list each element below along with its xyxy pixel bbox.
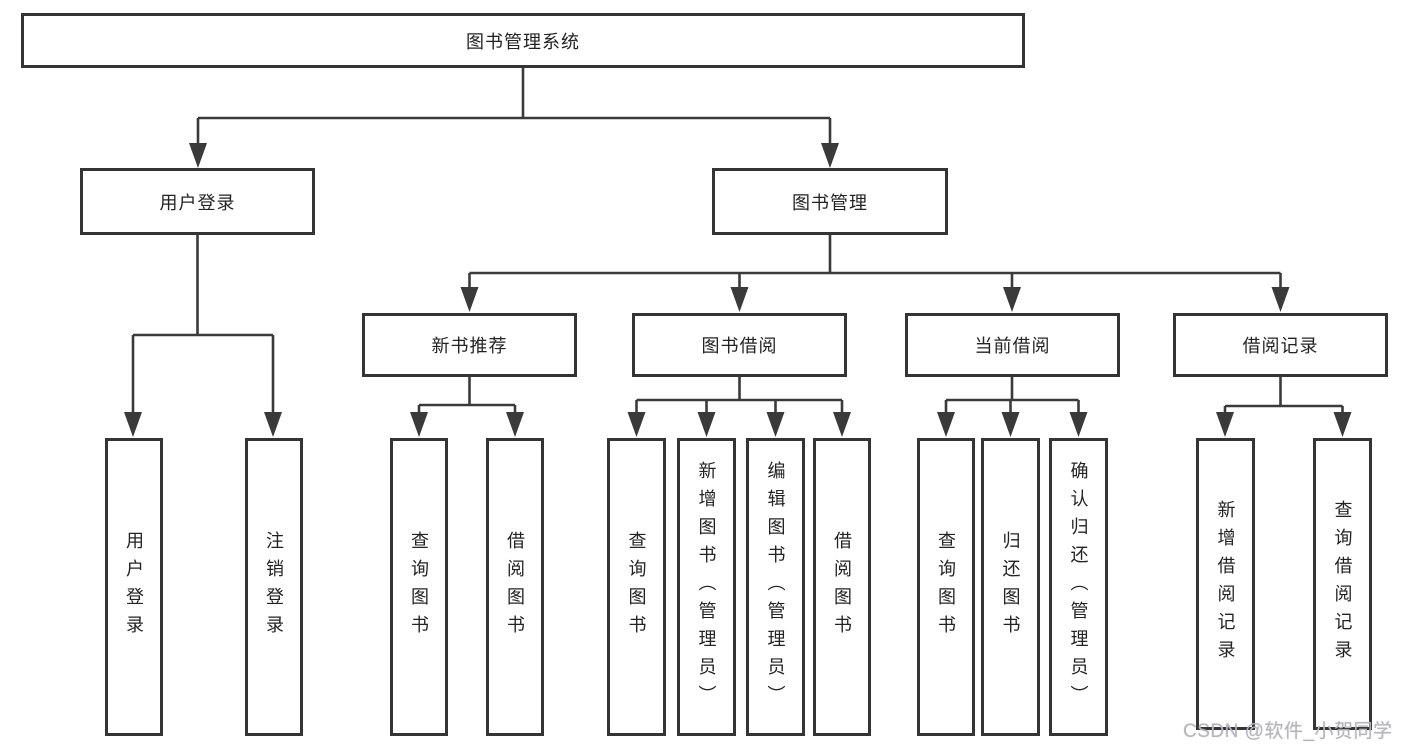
leaf-query-books-borrowing: 查询图书: [607, 438, 666, 736]
node-user-login: 用户登录: [80, 168, 315, 235]
leaf-query-books-borrowing-label: 查询图书: [626, 531, 647, 643]
watermark: CSDN @软件_小贺同学: [1183, 721, 1393, 742]
leaf-logout-label: 注销登录: [264, 531, 284, 643]
leaf-edit-book-admin-label: 编辑图书（管理员）: [765, 461, 786, 713]
node-new-book-recommend: 新书推荐: [362, 313, 577, 377]
node-book-borrowing-label: 图书借阅: [701, 336, 778, 356]
leaf-query-books-current-label: 查询图书: [936, 531, 956, 643]
leaf-borrow-books-borrowing: 借阅图书: [813, 438, 871, 736]
leaf-confirm-return-admin: 确认归还（管理员）: [1049, 438, 1108, 736]
leaf-add-book-admin: 新增图书（管理员）: [677, 438, 736, 736]
node-book-borrowing: 图书借阅: [632, 313, 847, 377]
leaf-return-book-label: 归还图书: [1000, 531, 1021, 643]
leaf-logout: 注销登录: [245, 438, 303, 736]
leaf-borrow-books-recommend: 借阅图书: [486, 438, 544, 736]
node-borrowing-records-label: 借阅记录: [1242, 336, 1319, 356]
node-book-management: 图书管理: [712, 168, 948, 235]
leaf-query-books-recommend: 查询图书: [390, 438, 448, 736]
leaf-confirm-return-admin-label: 确认归还（管理员）: [1068, 461, 1089, 713]
node-new-book-recommend-label: 新书推荐: [431, 336, 508, 356]
node-root-label: 图书管理系统: [466, 31, 580, 52]
node-root: 图书管理系统: [21, 13, 1025, 68]
leaf-return-book: 归还图书: [981, 438, 1040, 736]
leaf-query-books-recommend-label: 查询图书: [409, 531, 429, 643]
leaf-user-login: 用户登录: [105, 438, 163, 736]
leaf-user-login-label: 用户登录: [124, 531, 144, 643]
leaf-query-borrow-record-label: 查询借阅记录: [1332, 500, 1353, 668]
leaf-add-borrow-record-label: 新增借阅记录: [1215, 500, 1236, 668]
leaf-add-book-admin-label: 新增图书（管理员）: [696, 461, 717, 713]
leaf-edit-book-admin: 编辑图书（管理员）: [746, 438, 805, 736]
leaf-borrow-books-recommend-label: 借阅图书: [505, 531, 525, 643]
node-user-login-label: 用户登录: [159, 192, 236, 213]
leaf-query-borrow-record: 查询借阅记录: [1313, 438, 1372, 730]
node-current-borrowing-label: 当前借阅: [974, 336, 1051, 356]
leaf-add-borrow-record: 新增借阅记录: [1196, 438, 1255, 730]
leaf-borrow-books-borrowing-label: 借阅图书: [832, 531, 852, 643]
node-book-management-label: 图书管理: [792, 192, 868, 213]
node-current-borrowing: 当前借阅: [905, 313, 1120, 377]
node-borrowing-records: 借阅记录: [1173, 313, 1388, 377]
leaf-query-books-current: 查询图书: [917, 438, 975, 736]
